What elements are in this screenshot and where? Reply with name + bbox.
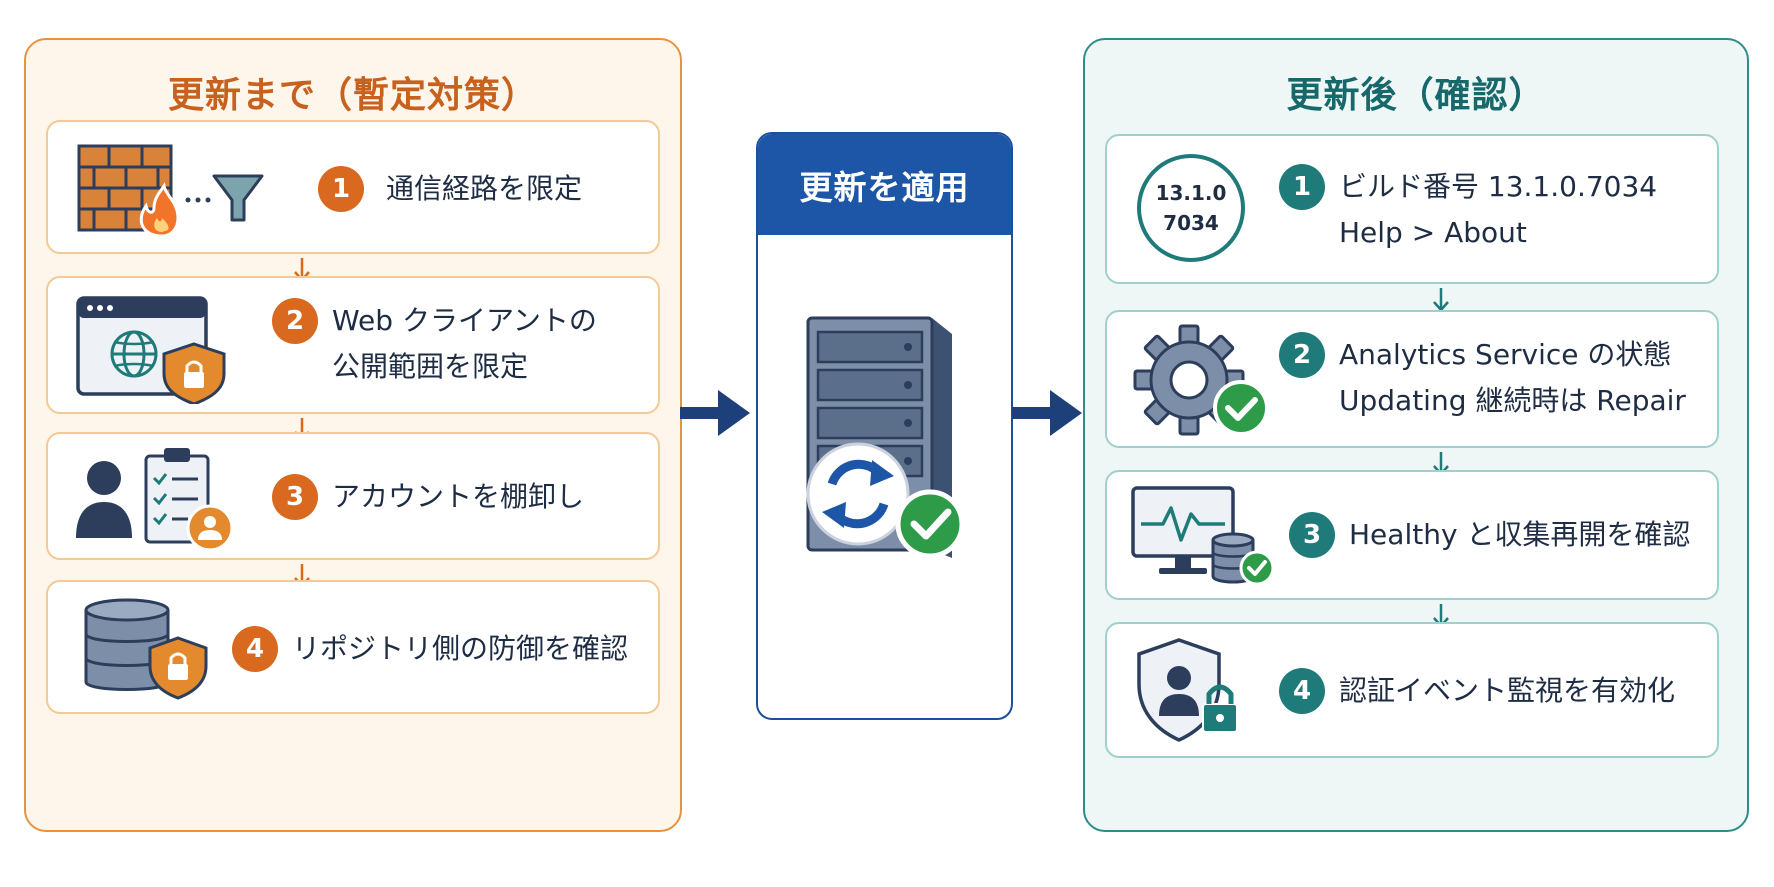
gear-check-icon <box>1133 324 1269 436</box>
firewall-filter-icon <box>77 144 264 238</box>
post-step-3-text: Healthy と収集再開を確認 <box>1349 518 1691 551</box>
interim-step-4-text: リポジトリ側の防御を確認 <box>292 632 629 665</box>
apply-update-title: 更新を適用 <box>758 134 1011 235</box>
apply-flow-arrow-in <box>680 390 750 436</box>
interim-step-2-line2: 公開範囲を限定 <box>332 350 529 383</box>
post-step-2-line2: Updating 継続時は Repair <box>1339 384 1686 417</box>
browser-shield-icon <box>76 296 226 404</box>
interim-step-4-badge: 4 <box>232 626 278 672</box>
apply-flow-arrow-out <box>1012 390 1082 436</box>
interim-step-1-text: 通信経路を限定 <box>386 172 583 205</box>
post-step-4-text: 認証イベント監視を有効化 <box>1339 674 1676 707</box>
interim-measures-panel: 更新まで（暫定対策） 1 通信経路を限定 <box>24 38 682 832</box>
build-number-icon-version: 13.1.0 <box>1155 181 1227 205</box>
interim-step-2-badge: 2 <box>272 298 318 344</box>
post-step-4-card: 4 認証イベント監視を有効化 <box>1105 622 1719 758</box>
post-step-4-badge: 4 <box>1279 668 1325 714</box>
post-step-1-line2: Help > About <box>1339 216 1527 249</box>
post-step-1-badge: 1 <box>1279 164 1325 210</box>
interim-step-3-text: アカウントを棚卸し <box>332 480 585 513</box>
post-update-panel: 更新後（確認） 13.1.0 7034 1 ビルド番号 13.1.0.7034 … <box>1083 38 1749 832</box>
user-checklist-icon <box>76 448 234 552</box>
interim-step-4-card: 4 リポジトリ側の防御を確認 <box>46 580 660 714</box>
post-step-1-line1: ビルド番号 13.1.0.7034 <box>1339 170 1658 203</box>
post-update-title: 更新後（確認） <box>1286 75 1546 116</box>
post-step-3-card: 3 Healthy と収集再開を確認 <box>1105 470 1719 600</box>
post-step-2-card: 2 Analytics Service の状態 Updating 継続時は Re… <box>1105 310 1719 448</box>
interim-step-1-badge: 1 <box>318 166 364 212</box>
interim-step-3-badge: 3 <box>272 474 318 520</box>
server-update-icon <box>806 316 965 559</box>
interim-step-1-card: 1 通信経路を限定 <box>46 120 660 254</box>
user-shield-lock-icon <box>1137 638 1238 742</box>
interim-step-2-card: 2 Web クライアントの 公開範囲を限定 <box>46 276 660 414</box>
interim-step-3-card: 3 アカウントを棚卸し <box>46 432 660 560</box>
interim-step-2-line1: Web クライアントの <box>332 304 597 337</box>
build-number-icon-build: 7034 <box>1163 211 1219 235</box>
apply-update-box: 更新を適用 <box>756 132 1013 720</box>
build-number-icon: 13.1.0 7034 <box>1137 154 1245 262</box>
database-shield-icon <box>84 598 208 700</box>
post-step-2-badge: 2 <box>1279 332 1325 378</box>
post-step-3-badge: 3 <box>1289 512 1335 558</box>
monitor-database-icon <box>1131 486 1275 586</box>
post-step-1-card: 13.1.0 7034 1 ビルド番号 13.1.0.7034 Help > A… <box>1105 134 1719 284</box>
post-step-2-line1: Analytics Service の状態 <box>1339 338 1672 371</box>
interim-measures-title: 更新まで（暫定対策） <box>167 75 538 116</box>
